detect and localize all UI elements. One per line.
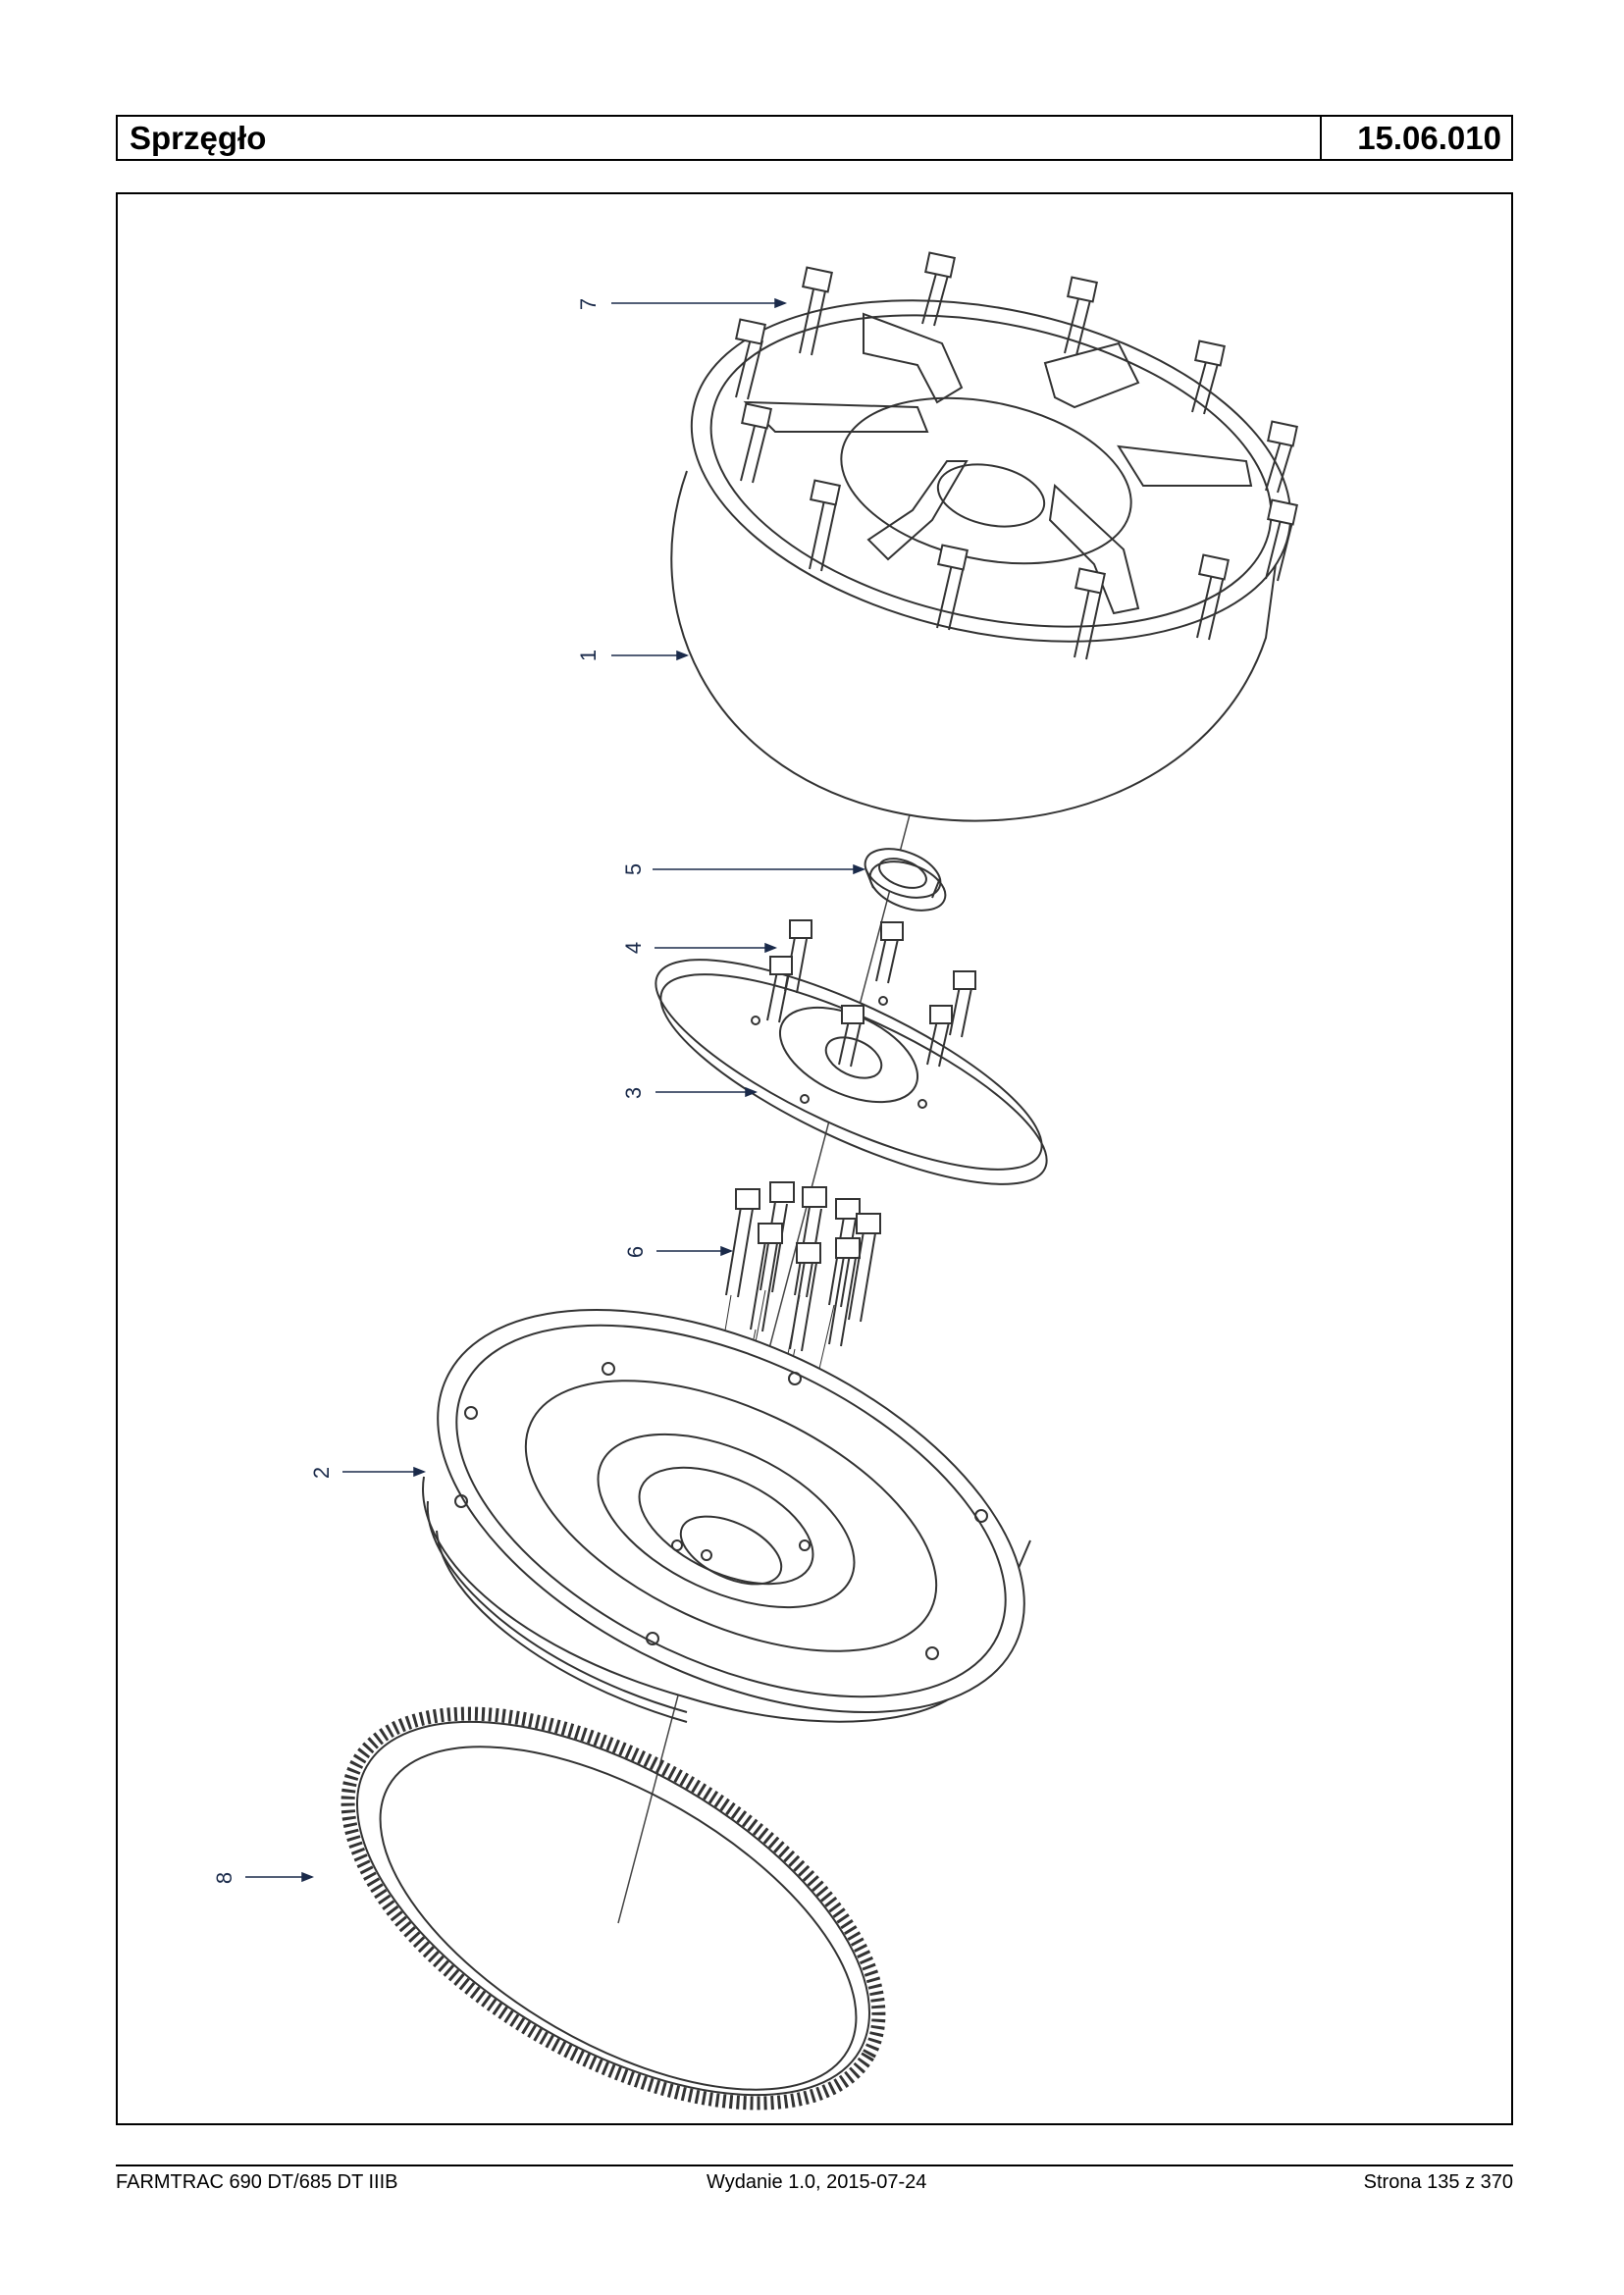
callout-7: 7: [576, 298, 601, 310]
section-title: Sprzęgło: [130, 120, 267, 156]
page-header: Sprzęgło 15.06.010: [116, 115, 1513, 161]
flywheel: [422, 1308, 1031, 1723]
callout-2: 2: [309, 1467, 334, 1479]
starter-ring-gear: [341, 1706, 886, 2111]
footer-page-number: Strona 135 z 370: [1363, 2171, 1513, 2193]
callout-6: 6: [623, 1246, 648, 1258]
footer-model: FARMTRAC 690 DT/685 DT IIIB: [116, 2171, 398, 2193]
callout-3: 3: [621, 1087, 646, 1099]
callout-8: 8: [212, 1872, 236, 1884]
pilot-bearing: [864, 848, 947, 912]
footer-rule: [116, 2165, 1513, 2166]
section-code: 15.06.010: [1320, 117, 1511, 159]
footer-edition: Wydanie 1.0, 2015-07-24: [707, 2171, 927, 2193]
hub-flange: [655, 919, 1048, 1185]
callout-5: 5: [621, 863, 646, 875]
drawing-frame: [116, 192, 1513, 2125]
pressure-plate-assembly: [670, 251, 1298, 822]
callout-1: 1: [576, 650, 601, 661]
callout-leaders: [245, 297, 866, 1883]
callout-4: 4: [621, 942, 646, 954]
